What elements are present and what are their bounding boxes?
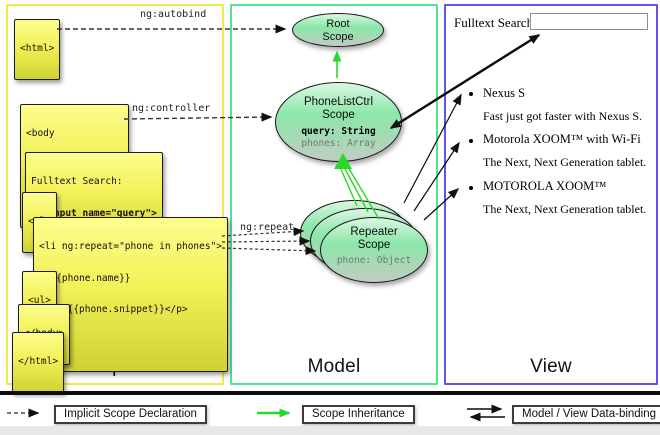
legend-separator-line [0,391,660,395]
scope-property-phones: phones: Array [301,138,376,149]
legend-model-view-data-binding: Model / View Data-binding [512,405,660,424]
view-column: View [444,4,658,385]
scope-title: Root [326,18,350,30]
code-box-html-open: <html> [14,19,61,80]
fulltext-search-label: Fulltext Search: [454,15,537,30]
bullet-icon [469,139,473,143]
scope-title: Scope [322,30,354,43]
scope-title: Repeater [350,226,398,238]
scope-title: PhoneListCtrl [303,96,374,108]
bottom-strip [0,426,660,435]
fulltext-search-input[interactable] [530,13,648,30]
code-line: {{phone.name}} [39,272,131,284]
legend-implicit-scope-declaration: Implicit Scope Declaration [54,405,207,424]
root-scope-ellipse: Root Scope [292,13,384,47]
view-item-desc: Fast just got faster with Nexus S. [483,109,642,123]
view-item-name: Motorola XOOM™ with Wi-Fi [483,132,641,146]
code-line: Fulltext Search: [31,176,123,187]
phonelistctrl-scope-ellipse: PhoneListCtrl Scope query: String phones… [275,82,402,162]
scope-property-phone: phone: Object [336,255,412,266]
code-line: <input name="query"> [31,207,157,219]
bullet-icon [469,186,473,190]
view-item-name: MOTOROLA XOOM™ [483,179,607,193]
model-column-label: Model [307,356,361,377]
code-box-html-close: </html> [12,332,65,393]
repeater-scope-ellipse: Repeater Scope phone: Object [320,217,428,283]
code-line: </html> [18,356,59,367]
scope-title: Scope [357,239,391,251]
code-line: <ul> [28,295,51,306]
code-line: <html> [20,43,55,54]
code-line: <body [26,128,55,139]
legend-scope-inheritance: Scope Inheritance [302,405,415,424]
ng-controller-label: ng:controller [132,103,211,114]
code-box-li-repeat: <li ng:repeat="phone in phones"> {{phone… [33,217,229,372]
view-item-desc: The Next, Next Generation tablet. [483,155,647,169]
code-line: <p>{{phone.snippet}}</p> [39,304,188,315]
scope-title: Scope [322,109,355,121]
bullet-icon [469,92,473,96]
code-line: <li ng:repeat="phone in phones"> [39,241,223,252]
view-item-desc: The Next, Next Generation tablet. [483,202,647,216]
ng-repeat-label: ng:repeat [240,222,295,233]
scope-property-query: query: String [301,126,376,137]
view-item-name: Nexus S [483,86,526,100]
view-column-label: View [530,356,572,377]
ng-autobind-label: ng:autobind [140,9,207,20]
model-column: Model [230,4,438,385]
